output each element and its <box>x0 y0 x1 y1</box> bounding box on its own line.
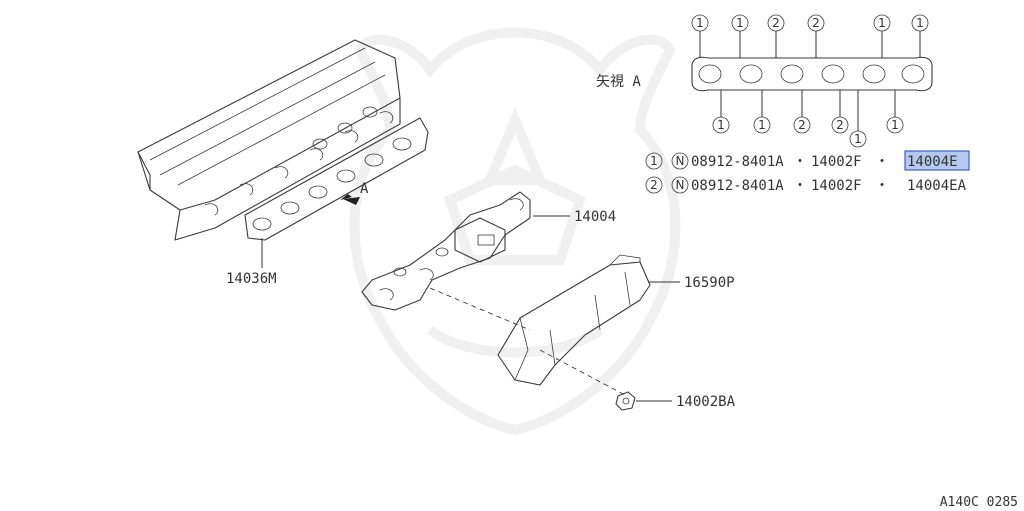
marker-top-4: 2 <box>807 14 825 58</box>
callout-14036m: 14036M <box>226 271 277 287</box>
marker-bottom-4: 2 <box>831 90 849 134</box>
gasket-detail-view <box>691 56 933 92</box>
legend-row-1: 1 N 08912-8401A ・ 14002F ・ 14004E <box>645 150 970 171</box>
legend-2-part1[interactable]: 08912-8401A <box>691 178 784 194</box>
svg-text:N: N <box>676 178 685 192</box>
marker-top-3: 2 <box>767 14 785 58</box>
svg-text:・: ・ <box>793 154 807 170</box>
watermark-logo <box>349 27 681 436</box>
svg-text:1: 1 <box>878 16 886 30</box>
callout-14002ba: 14002BA <box>676 394 736 410</box>
svg-text:1: 1 <box>736 16 744 30</box>
marker-bottom-5: 1 <box>849 90 867 148</box>
legend-1-part1[interactable]: 08912-8401A <box>691 154 784 170</box>
svg-text:1: 1 <box>854 132 862 146</box>
cylinder-head-gasket[interactable] <box>244 117 429 241</box>
marker-bottom-6: 1 <box>886 90 904 134</box>
legend-1-highlight <box>904 150 970 171</box>
exhaust-manifold[interactable] <box>361 191 531 311</box>
marker-bottom-2: 1 <box>753 90 771 134</box>
cylinder-head[interactable] <box>137 39 401 241</box>
legend-row-2: 2 N 08912-8401A ・ 14002F ・ 14004EA <box>645 176 967 194</box>
marker-top-1: 1 <box>691 14 709 58</box>
marker-top-2: 1 <box>731 14 749 58</box>
view-arrow-a <box>340 194 360 205</box>
callout-14004: 14004 <box>574 209 616 225</box>
svg-text:2: 2 <box>650 178 658 192</box>
svg-text:2: 2 <box>812 16 820 30</box>
svg-text:2: 2 <box>836 118 844 132</box>
svg-text:1: 1 <box>916 16 924 30</box>
svg-text:N: N <box>676 154 685 168</box>
marker-top-6: 1 <box>911 14 929 58</box>
marker-top-5: 1 <box>873 14 891 58</box>
marker-bottom-1: 1 <box>712 90 730 134</box>
view-a-label: 矢視 A <box>596 74 641 90</box>
svg-text:1: 1 <box>650 154 658 168</box>
view-arrow-letter: A <box>360 181 369 197</box>
svg-text:・: ・ <box>875 178 889 194</box>
callout-16590p: 16590P <box>684 275 735 291</box>
legend-2-part2[interactable]: 14002F <box>811 178 862 194</box>
heat-insulator[interactable] <box>497 254 651 386</box>
diagram-code: A140C 0285 <box>940 495 1018 510</box>
svg-text:1: 1 <box>717 118 725 132</box>
legend-2-part3[interactable]: 14004EA <box>907 178 967 194</box>
marker-bottom-3: 2 <box>793 90 811 134</box>
svg-text:2: 2 <box>772 16 780 30</box>
svg-text:2: 2 <box>798 118 806 132</box>
svg-text:1: 1 <box>758 118 766 132</box>
legend-1-part2[interactable]: 14002F <box>811 154 862 170</box>
svg-text:・: ・ <box>793 178 807 194</box>
svg-text:1: 1 <box>696 16 704 30</box>
legend-1-part3[interactable]: 14004E <box>907 154 958 170</box>
svg-text:・: ・ <box>875 154 889 170</box>
svg-text:1: 1 <box>891 118 899 132</box>
bolt[interactable] <box>615 391 636 411</box>
